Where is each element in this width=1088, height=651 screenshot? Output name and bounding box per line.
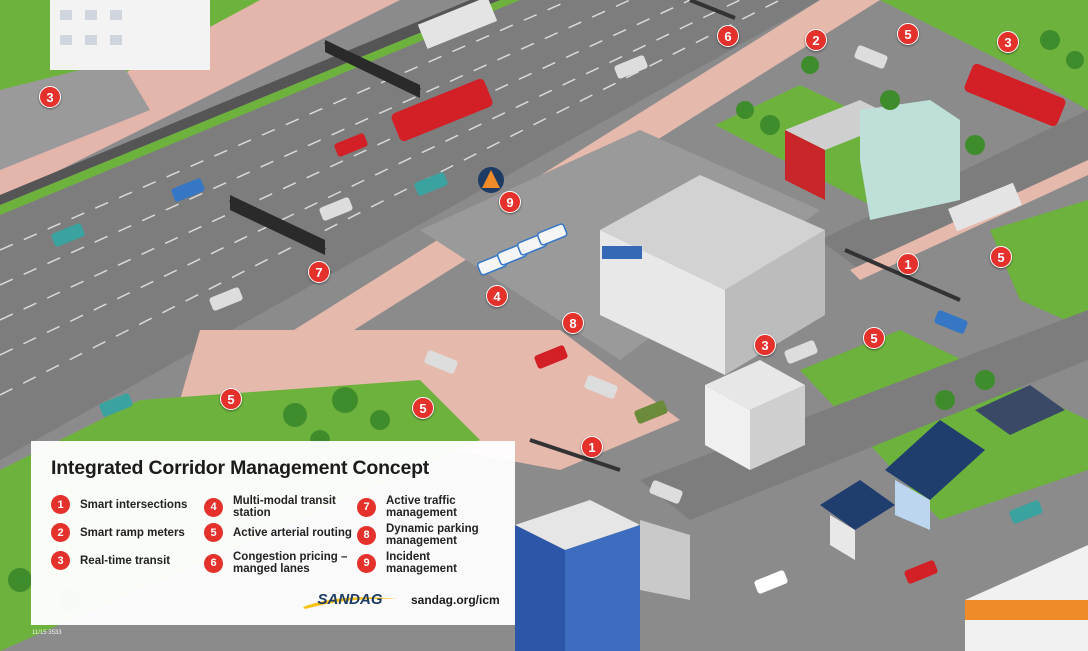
dark-house <box>975 385 1065 435</box>
legend-item: 1 Smart intersections <box>51 495 187 514</box>
brand-block: SANDAG sandag.org/icm <box>299 589 500 611</box>
legend-item: 5 Active arterial routing <box>204 523 352 542</box>
legend-label: Real-time transit <box>80 554 171 567</box>
legend-label: Active arterial routing <box>233 526 352 539</box>
map-marker-traffic-mgmt: 7 <box>308 261 330 283</box>
map-marker-parking: 8 <box>562 312 584 334</box>
legend-item: 2 Smart ramp meters <box>51 523 185 542</box>
legend-item: 7 Active traffic management <box>357 495 481 519</box>
legend-label: Congestion pricing – manged lanes <box>233 551 348 575</box>
map-marker-arterial-park: 5 <box>863 327 885 349</box>
legend-number-badge: 5 <box>204 523 223 542</box>
map-marker-intersection-right: 1 <box>897 253 919 275</box>
orange-building <box>965 545 1088 651</box>
truck-2 <box>948 182 1022 232</box>
map-marker-arterial-mid: 5 <box>412 397 434 419</box>
blue-house <box>820 420 985 560</box>
bus-2 <box>964 63 1066 127</box>
legend-number-badge: 7 <box>357 497 376 517</box>
legend-number-badge: 4 <box>204 497 223 517</box>
map-marker-active-traffic: 6 <box>717 25 739 47</box>
footnote-code: 11/15 3533 <box>32 630 62 636</box>
legend-label: Smart ramp meters <box>80 526 185 539</box>
parking-garage <box>600 175 825 375</box>
map-marker-incident: 9 <box>499 191 521 213</box>
map-marker-transit-topright: 3 <box>997 31 1019 53</box>
building-topleft <box>50 0 210 70</box>
website-link[interactable]: sandag.org/icm <box>411 593 500 607</box>
legend-number-badge: 6 <box>204 553 223 573</box>
legend-number-badge: 2 <box>51 523 70 542</box>
legend-label: Active traffic management <box>386 495 457 519</box>
office-tower-bottom <box>515 500 690 651</box>
legend-title: Integrated Corridor Management Concept <box>51 457 430 479</box>
map-marker-arterial-left: 5 <box>220 388 242 410</box>
sandag-logo: SANDAG <box>303 591 397 609</box>
legend-label: Dynamic parking management <box>386 523 479 547</box>
red-storefront <box>785 100 960 220</box>
legend-panel: Integrated Corridor Management Concept 1… <box>31 441 515 625</box>
legend-item: 3 Real-time transit <box>51 551 170 570</box>
legend-item: 4 Multi-modal transit station <box>204 495 354 519</box>
truck-1 <box>417 0 498 49</box>
legend-label: Smart intersections <box>80 498 188 511</box>
bus-1 <box>391 78 493 142</box>
legend-number-badge: 1 <box>51 495 70 514</box>
legend-number-badge: 8 <box>357 525 376 545</box>
legend-number-badge: 9 <box>357 553 376 573</box>
legend-label: Multi-modal transit station <box>233 495 336 519</box>
map-marker-ramp-meter: 2 <box>805 29 827 51</box>
map-marker-intersection-mid: 1 <box>581 436 603 458</box>
map-marker-arterial-top: 5 <box>897 23 919 45</box>
map-marker-arterial-right: 5 <box>990 246 1012 268</box>
legend-items: 1 Smart intersections 2 Smart ramp meter… <box>51 495 495 585</box>
legend-item: 8 Dynamic parking management <box>357 523 486 547</box>
legend-label: Incident management <box>386 551 457 575</box>
map-marker-transit-garage: 3 <box>754 334 776 356</box>
legend-item: 9 Incident management <box>357 551 495 575</box>
map-marker-transit-station: 4 <box>486 285 508 307</box>
svg-text:SANDAG: SANDAG <box>317 591 382 608</box>
legend-number-badge: 3 <box>51 551 70 570</box>
cafe-building <box>705 360 805 470</box>
map-marker-transit-topleft: 3 <box>39 86 61 108</box>
legend-item: 6 Congestion pricing – manged lanes <box>204 551 351 575</box>
